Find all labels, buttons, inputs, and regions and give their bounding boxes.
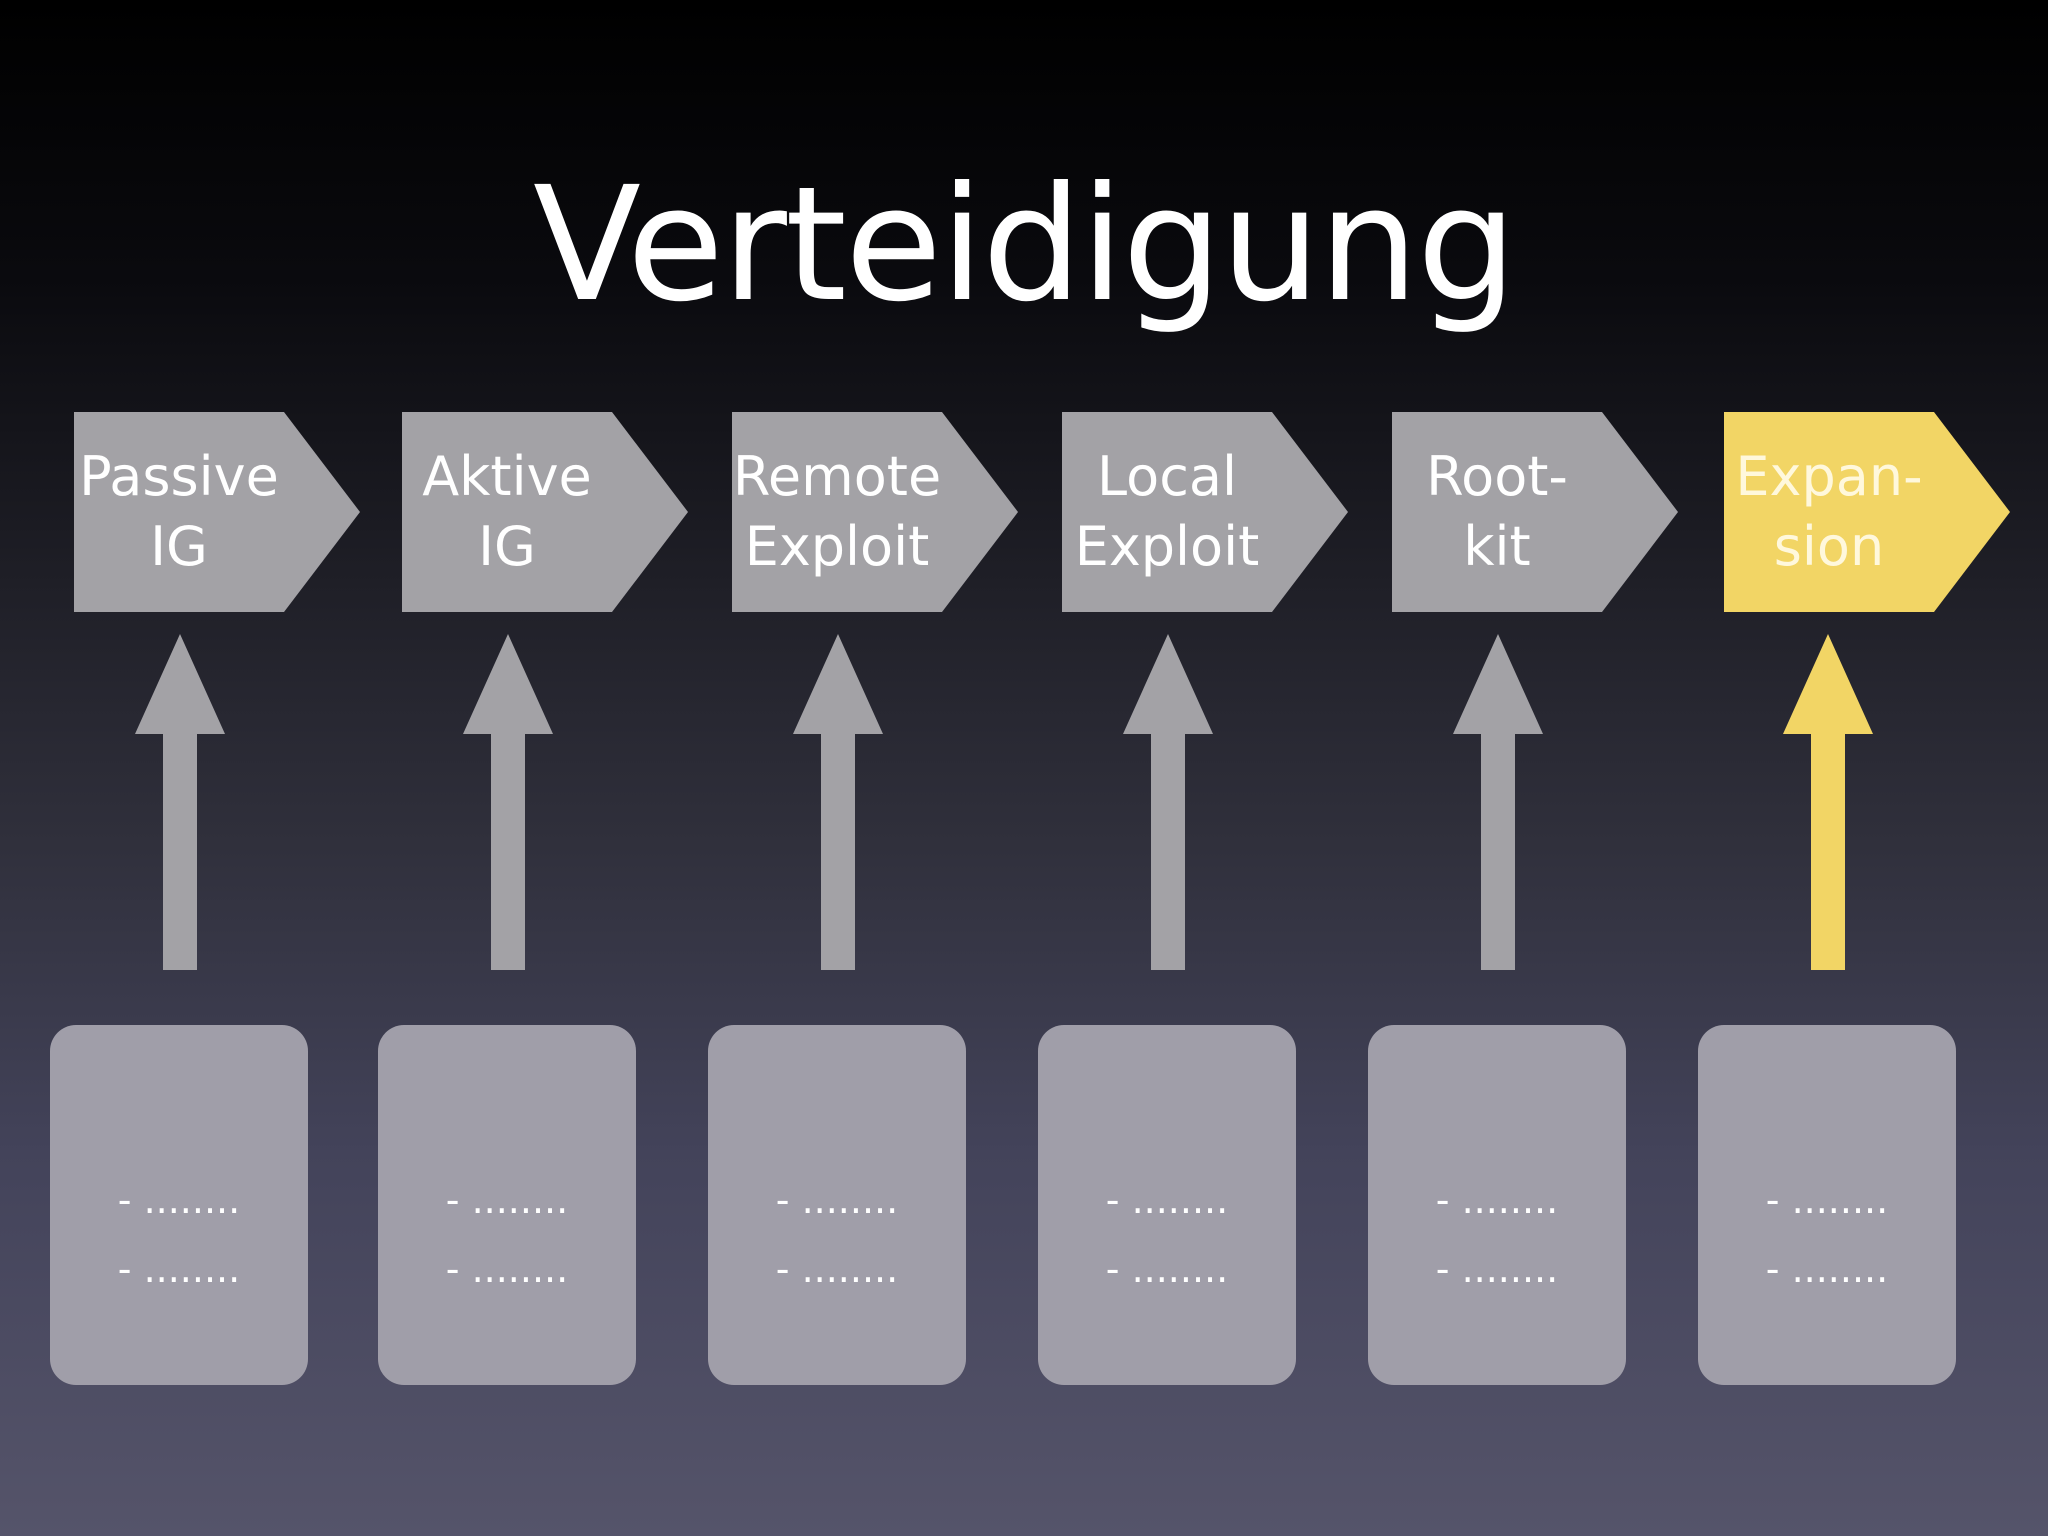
stage-label-line1: Passive — [79, 445, 279, 508]
up-arrow-icon — [1783, 634, 1873, 970]
up-arrow-icon — [793, 634, 883, 970]
card-line: - ........ — [1765, 1178, 1889, 1222]
card-line: - ........ — [1105, 1247, 1229, 1291]
stage-rootkit: Root- kit — [1392, 412, 1678, 612]
stage-label-line1: Aktive — [422, 445, 592, 508]
stage-remote-exploit: Remote Exploit — [732, 412, 1018, 612]
card-line: - ........ — [1435, 1178, 1559, 1222]
stage-label: Expan- sion — [1724, 442, 1934, 582]
stage-expansion: Expan- sion — [1724, 412, 2010, 612]
card-line: - ........ — [117, 1178, 241, 1222]
stage-label-line2: IG — [150, 515, 208, 578]
stage-label: Remote Exploit — [732, 442, 942, 582]
slide-title: Verteidigung — [532, 153, 1517, 337]
chevron-shape — [1392, 412, 1678, 612]
card-line: - ........ — [445, 1178, 569, 1222]
card-line: - ........ — [1105, 1178, 1229, 1222]
card-line: - ........ — [775, 1178, 899, 1222]
stage-label-line1: Local — [1097, 445, 1237, 508]
card-line: - ........ — [117, 1247, 241, 1291]
chevron-shape — [402, 412, 688, 612]
detail-card: - ........ - ........ — [1698, 1025, 1956, 1385]
stage-label-line2: IG — [478, 515, 536, 578]
stage-label: Root- kit — [1392, 442, 1602, 582]
stage-label-line1: Remote — [732, 445, 942, 508]
up-arrow-icon — [1453, 634, 1543, 970]
detail-card: - ........ - ........ — [708, 1025, 966, 1385]
stage-label-line1: Expan- — [1735, 445, 1923, 508]
detail-card: - ........ - ........ — [50, 1025, 308, 1385]
stage-aktive-ig: Aktive IG — [402, 412, 688, 612]
stage-label: Aktive IG — [402, 442, 612, 582]
up-arrow-icon — [135, 634, 225, 970]
stage-label-line2: Exploit — [1074, 515, 1260, 578]
stage-label-line2: Exploit — [744, 515, 930, 578]
stage-label: Local Exploit — [1062, 442, 1272, 582]
stage-label: Passive IG — [74, 442, 284, 582]
stage-local-exploit: Local Exploit — [1062, 412, 1348, 612]
chevron-shape — [1724, 412, 2010, 612]
detail-card: - ........ - ........ — [1368, 1025, 1626, 1385]
chevron-shape — [732, 412, 1018, 612]
detail-card: - ........ - ........ — [1038, 1025, 1296, 1385]
stage-label-line1: Root- — [1426, 445, 1568, 508]
chevron-shape — [74, 412, 360, 612]
card-line: - ........ — [1435, 1247, 1559, 1291]
card-line: - ........ — [445, 1247, 569, 1291]
card-line: - ........ — [775, 1247, 899, 1291]
chevron-shape — [1062, 412, 1348, 612]
card-line: - ........ — [1765, 1247, 1889, 1291]
up-arrow-icon — [463, 634, 553, 970]
stage-passive-ig: Passive IG — [74, 412, 360, 612]
up-arrow-icon — [1123, 634, 1213, 970]
stage-label-line2: kit — [1463, 515, 1531, 578]
detail-card: - ........ - ........ — [378, 1025, 636, 1385]
stage-label-line2: sion — [1773, 515, 1885, 578]
